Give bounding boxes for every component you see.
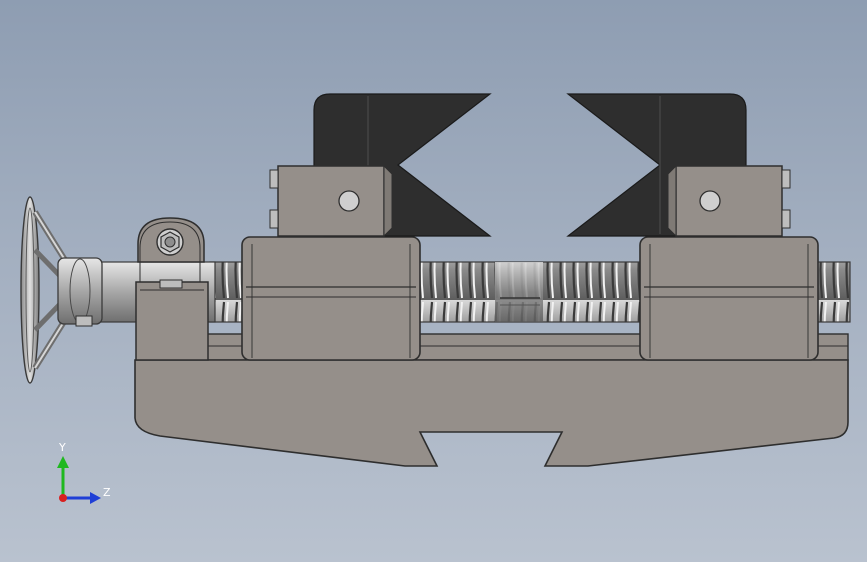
vise-base-body[interactable]	[134, 359, 849, 467]
right-carriage[interactable]	[639, 236, 819, 361]
left-clamp-block[interactable]	[269, 164, 393, 238]
hex-nut-icon	[156, 228, 184, 256]
handwheel[interactable]	[20, 196, 103, 384]
z-axis-label: Z	[103, 486, 111, 499]
x-axis-origin	[59, 494, 67, 502]
coordinate-triad	[57, 456, 101, 504]
bolt-head-icon	[338, 190, 360, 212]
y-axis-label: Y	[59, 441, 66, 454]
y-axis-arrowhead	[57, 456, 69, 468]
right-clamp-block[interactable]	[667, 164, 791, 238]
left-carriage[interactable]	[241, 236, 421, 361]
z-axis-arrowhead	[90, 492, 101, 504]
bolt-head-icon	[699, 190, 721, 212]
